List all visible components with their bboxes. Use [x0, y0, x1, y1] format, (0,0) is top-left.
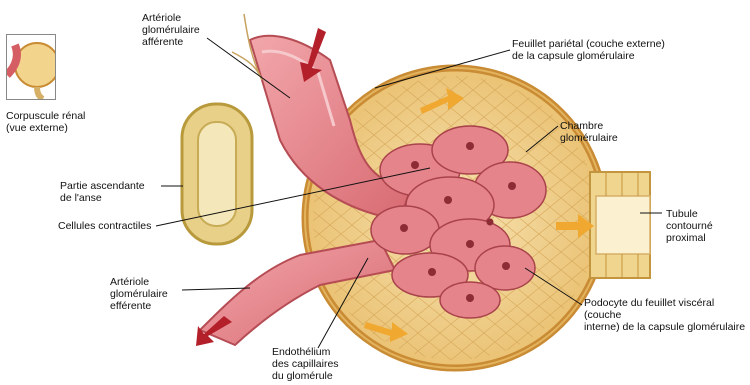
label-efferent-arteriole: Artériole glomérulaire efférente: [110, 276, 168, 312]
proximal-tubule: [590, 172, 650, 278]
inset-caption: Corpuscule rénal (vue externe): [6, 110, 85, 134]
label-contractile-cells: Cellules contractiles: [58, 220, 151, 232]
label-endothelium: Endothélium des capillaires du glomérule: [272, 346, 339, 382]
label-glomerular-chamber: Chambre glomérulaire: [560, 120, 618, 144]
external-view-inset: [6, 34, 56, 100]
ascending-limb: [182, 104, 252, 244]
label-proximal-tubule: Tubule contourné proximal: [666, 208, 713, 244]
label-afferent-arteriole: Artériole glomérulaire afférente: [142, 12, 200, 48]
label-parietal-layer: Feuillet pariétal (couche externe) de la…: [512, 38, 665, 62]
label-ascending-limb: Partie ascendante de l'anse: [60, 180, 145, 204]
label-podocyte: Podocyte du feuillet viscéral (couche in…: [584, 297, 750, 333]
